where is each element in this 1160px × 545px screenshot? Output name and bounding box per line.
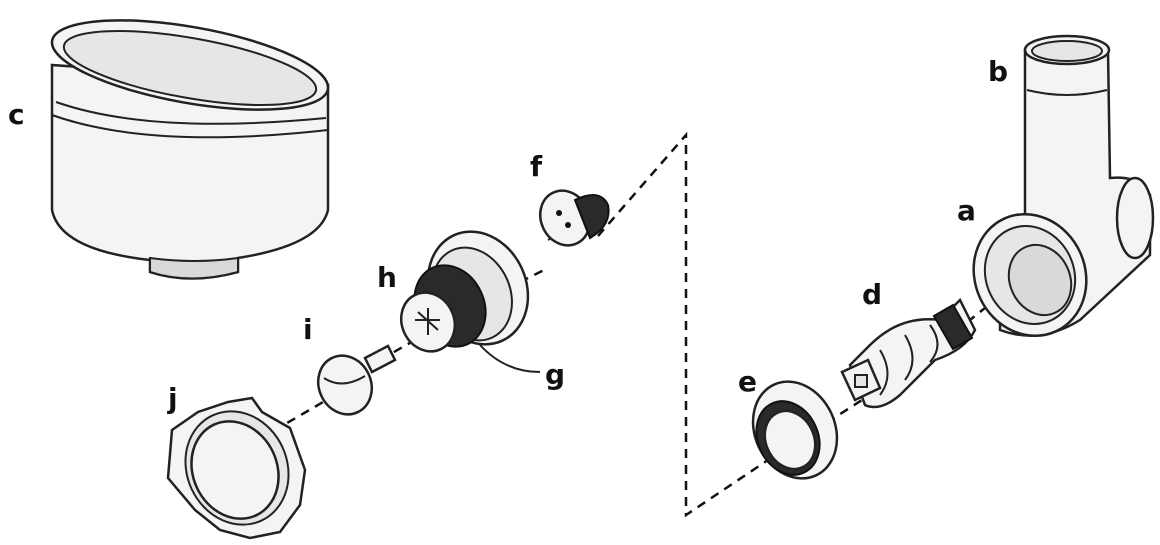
label-e: e — [738, 365, 757, 398]
label-g: g — [545, 358, 565, 391]
part-d-auger — [840, 297, 977, 409]
leader-line-g — [479, 344, 541, 373]
part-e-ring — [751, 380, 839, 480]
part-j-ring-nut — [166, 396, 307, 540]
label-b: b — [988, 55, 1008, 88]
part-f-cutter — [538, 189, 610, 247]
label-f: f — [530, 150, 543, 183]
label-j: j — [167, 382, 178, 415]
part-c-hopper — [50, 19, 330, 280]
label-d: d — [862, 278, 882, 311]
part-g-h-drum — [399, 230, 530, 353]
part-a-housing — [972, 34, 1155, 338]
part-i-plunger — [316, 344, 397, 416]
label-c: c — [8, 98, 25, 131]
label-h: h — [377, 261, 397, 294]
label-i: i — [303, 313, 313, 346]
label-a: a — [957, 194, 976, 227]
